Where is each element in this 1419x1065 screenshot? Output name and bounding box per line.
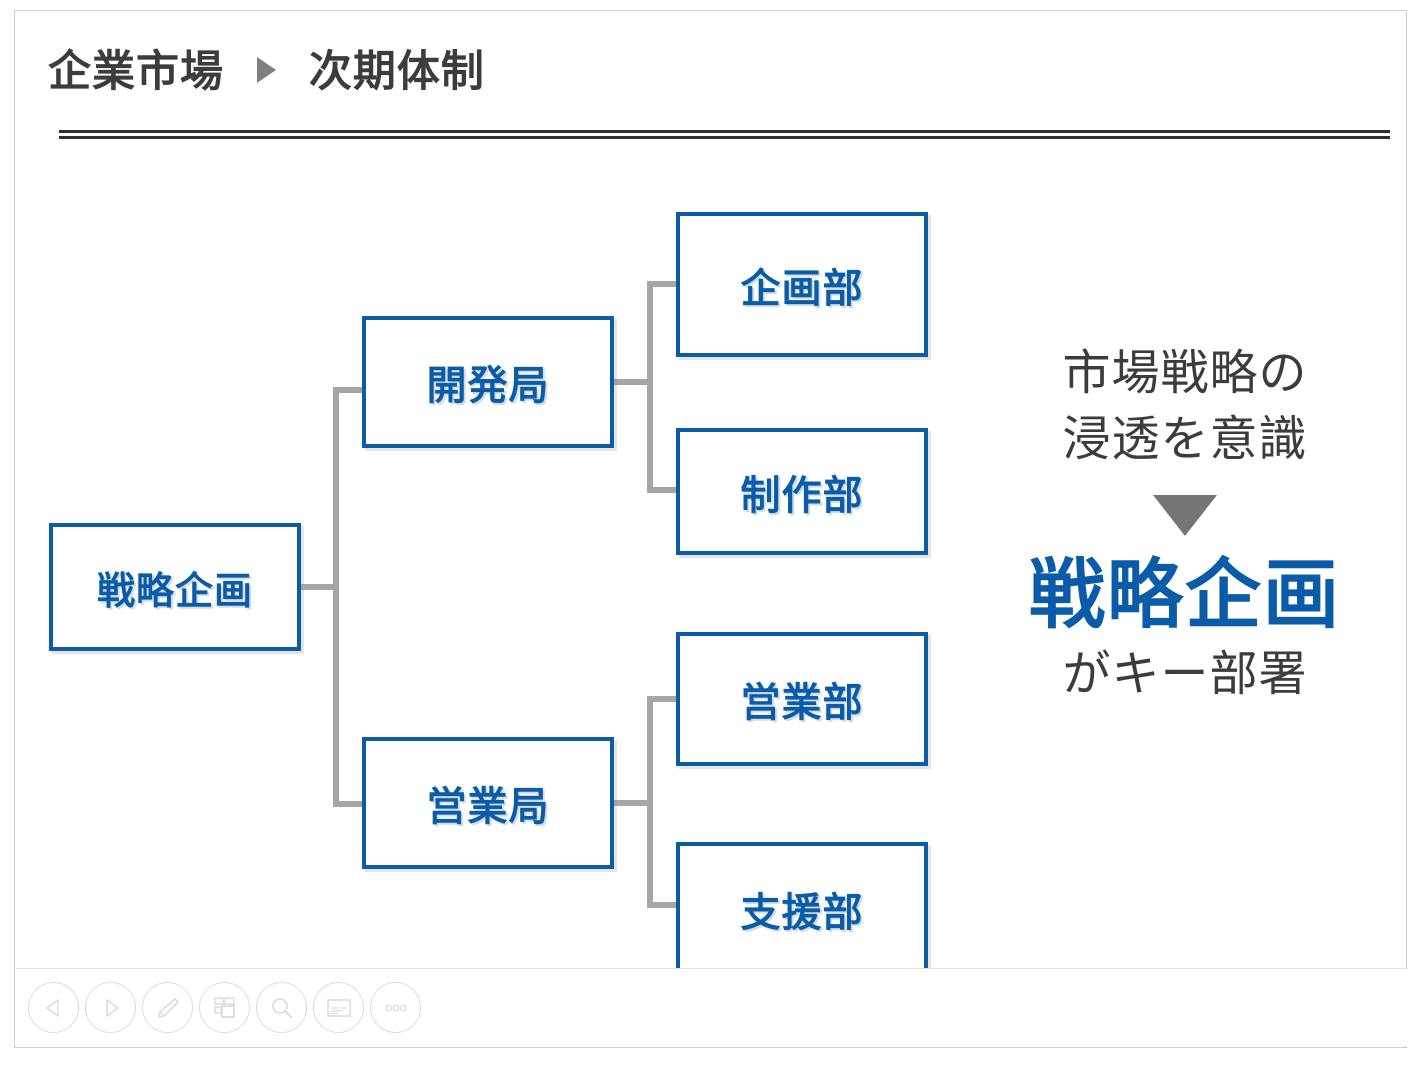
connector-root-to-sales: [333, 801, 366, 807]
side-note-highlight: 戦略企画: [1029, 553, 1341, 638]
side-note: 市場戦略の 浸透を意識 戦略企画 がキー部署: [975, 341, 1395, 706]
connector-dev-spine: [647, 281, 653, 493]
magnifier-icon: [271, 997, 292, 1018]
org-node-label: 制作部: [740, 473, 864, 518]
org-node-label: 支援部: [740, 890, 864, 935]
org-node-planning-dept[interactable]: 企画部: [676, 212, 928, 357]
previous-slide-button[interactable]: [28, 982, 79, 1033]
triangle-right-icon: [256, 56, 276, 83]
org-node-root[interactable]: 戦略企画: [49, 523, 301, 651]
connector-sales-stub: [613, 800, 653, 806]
more-options-button[interactable]: [370, 982, 421, 1033]
presentation-toolbar: [16, 968, 1407, 1046]
org-node-development-bureau[interactable]: 開発局: [362, 316, 614, 448]
triangle-left-icon: [45, 998, 59, 1017]
org-node-label: 企画部: [740, 266, 864, 311]
connector-dev-to-planning: [647, 281, 680, 287]
header-divider: [59, 130, 1390, 140]
divider-line-bottom: [59, 136, 1390, 139]
org-node-label: 開発局: [426, 364, 550, 408]
org-node-sales-bureau[interactable]: 営業局: [362, 737, 614, 869]
slide-header: 企業市場 次期体制: [48, 39, 1390, 144]
connector-root-spine: [333, 387, 339, 807]
connector-sales-spine: [647, 696, 653, 908]
triangle-right-icon: [105, 998, 119, 1017]
connector-dev-to-production: [647, 487, 680, 493]
connector-sales-to-salesdept: [647, 696, 680, 702]
connector-dev-stub: [613, 379, 653, 385]
side-note-tail: がキー部署: [1062, 648, 1308, 701]
side-note-line-1: 市場戦略の: [1062, 347, 1308, 400]
org-node-label: 営業部: [740, 681, 864, 725]
grid-slides-icon: [213, 996, 235, 1018]
org-node-label: 戦略企画: [96, 570, 253, 613]
pen-tool-button[interactable]: [142, 982, 193, 1033]
pen-icon: [157, 997, 179, 1018]
org-node-production-dept[interactable]: 制作部: [676, 428, 928, 555]
page-title: 企業市場 次期体制: [48, 39, 485, 102]
next-slide-button[interactable]: [85, 982, 136, 1033]
divider-line-top: [59, 130, 1390, 133]
connector-root-to-dev: [333, 387, 366, 393]
slide-overview-button[interactable]: [199, 982, 250, 1033]
side-note-line-2: 浸透を意識: [1062, 413, 1308, 466]
org-node-label: 営業局: [426, 785, 550, 829]
slide-canvas: 企業市場 次期体制 戦略企画 開発局 企画部: [14, 10, 1407, 1048]
caption-window-icon: [326, 998, 351, 1017]
org-node-sales-dept[interactable]: 営業部: [676, 632, 928, 766]
org-node-support-dept[interactable]: 支援部: [676, 842, 928, 975]
connector-root-stub: [301, 584, 339, 590]
captions-button[interactable]: [313, 982, 364, 1033]
breadcrumb-left: 企業市場: [48, 47, 224, 96]
ellipsis-icon: [385, 1004, 406, 1011]
zoom-button[interactable]: [256, 982, 307, 1033]
connector-sales-to-support: [647, 902, 680, 908]
triangle-down-icon: [1153, 495, 1217, 536]
breadcrumb-right: 次期体制: [308, 47, 485, 96]
